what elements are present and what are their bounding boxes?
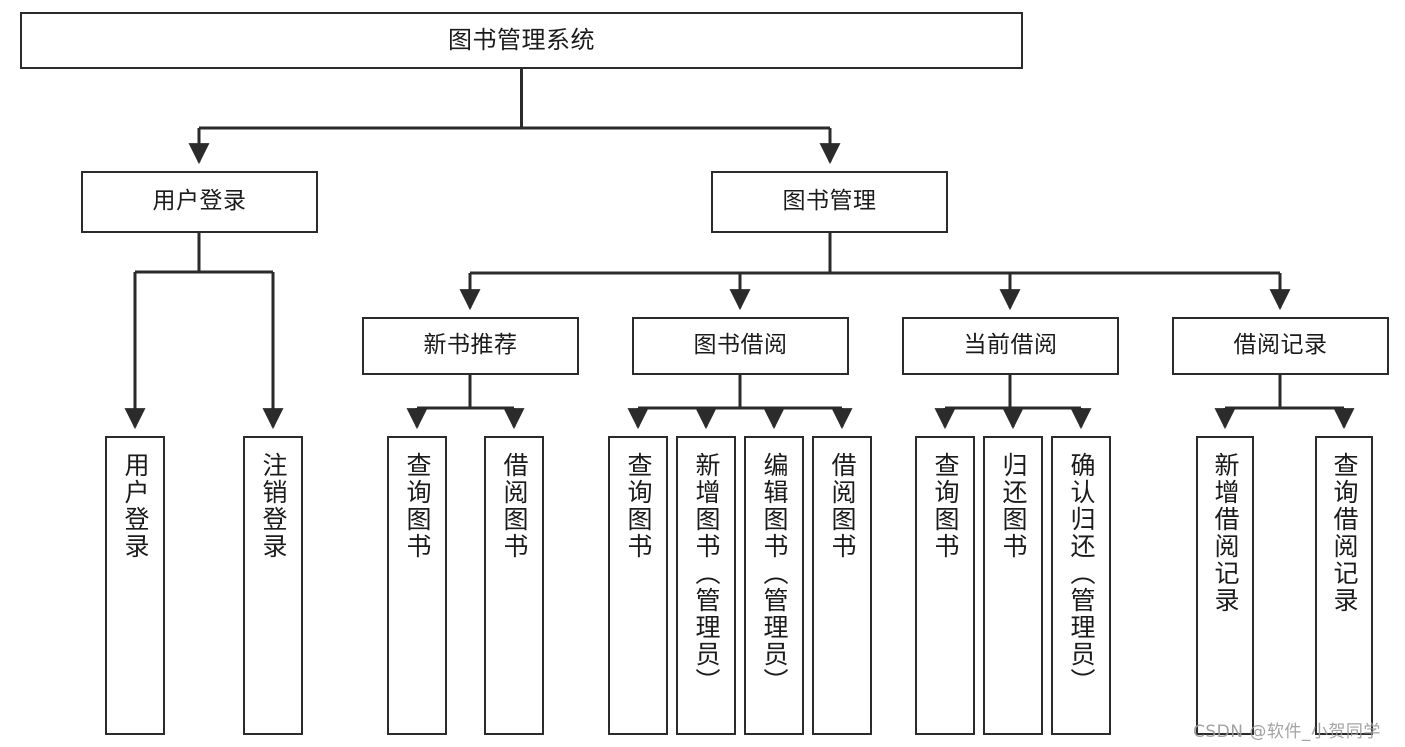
node-book-management-label: 图书管理 [782, 188, 877, 215]
leaf-user-login-logout[interactable]: 注销登录 [243, 436, 303, 735]
leaf-current-return-book[interactable]: 归还图书 [983, 436, 1043, 735]
node-root-system[interactable]: 图书管理系统 [20, 12, 1023, 69]
leaf-label: 借阅图书 [500, 452, 529, 560]
leaf-borrow-query-book[interactable]: 查询图书 [608, 436, 668, 735]
node-user-login[interactable]: 用户登录 [81, 171, 318, 233]
leaf-label: 查询图书 [624, 452, 653, 560]
leaf-label: 用户登录 [121, 452, 150, 560]
node-book-management[interactable]: 图书管理 [711, 171, 948, 233]
node-user-login-label: 用户登录 [152, 188, 247, 215]
leaf-label: 借阅图书 [828, 452, 857, 560]
leaf-label: 新增借阅记录 [1211, 452, 1240, 614]
leaf-borrow-add-book-admin[interactable]: 新增图书（管理员） [676, 436, 736, 735]
leaf-new-book-borrow-book[interactable]: 借阅图书 [484, 436, 544, 735]
node-new-book-recommend[interactable]: 新书推荐 [362, 317, 579, 375]
node-book-borrow[interactable]: 图书借阅 [632, 317, 849, 375]
node-borrow-records[interactable]: 借阅记录 [1172, 317, 1389, 375]
leaf-label: 编辑图书（管理员） [760, 452, 789, 695]
leaf-borrow-edit-book-admin[interactable]: 编辑图书（管理员） [744, 436, 804, 735]
leaf-label: 查询图书 [931, 452, 960, 560]
node-borrow-records-label: 借阅记录 [1233, 332, 1328, 359]
watermark-text: CSDN @软件_小贺同学 [1193, 722, 1381, 742]
node-new-book-recommend-label: 新书推荐 [423, 332, 518, 359]
leaf-user-login-signin[interactable]: 用户登录 [105, 436, 165, 735]
leaf-current-query-book[interactable]: 查询图书 [915, 436, 975, 735]
leaf-records-add-record[interactable]: 新增借阅记录 [1196, 436, 1254, 735]
leaf-borrow-borrow-book[interactable]: 借阅图书 [812, 436, 872, 735]
leaf-records-query-record[interactable]: 查询借阅记录 [1315, 436, 1373, 735]
leaf-label: 新增图书（管理员） [692, 452, 721, 695]
node-current-borrow-label: 当前借阅 [963, 332, 1058, 359]
node-current-borrow[interactable]: 当前借阅 [902, 317, 1119, 375]
leaf-new-book-query-book[interactable]: 查询图书 [387, 436, 447, 735]
leaf-label: 确认归还（管理员） [1067, 452, 1096, 695]
leaf-label: 注销登录 [259, 452, 288, 560]
leaf-current-confirm-return-admin[interactable]: 确认归还（管理员） [1051, 436, 1111, 735]
leaf-label: 查询借阅记录 [1330, 452, 1359, 614]
leaf-label: 查询图书 [403, 452, 432, 560]
node-root-label: 图书管理系统 [448, 26, 595, 55]
node-book-borrow-label: 图书借阅 [693, 332, 788, 359]
leaf-label: 归还图书 [999, 452, 1028, 560]
